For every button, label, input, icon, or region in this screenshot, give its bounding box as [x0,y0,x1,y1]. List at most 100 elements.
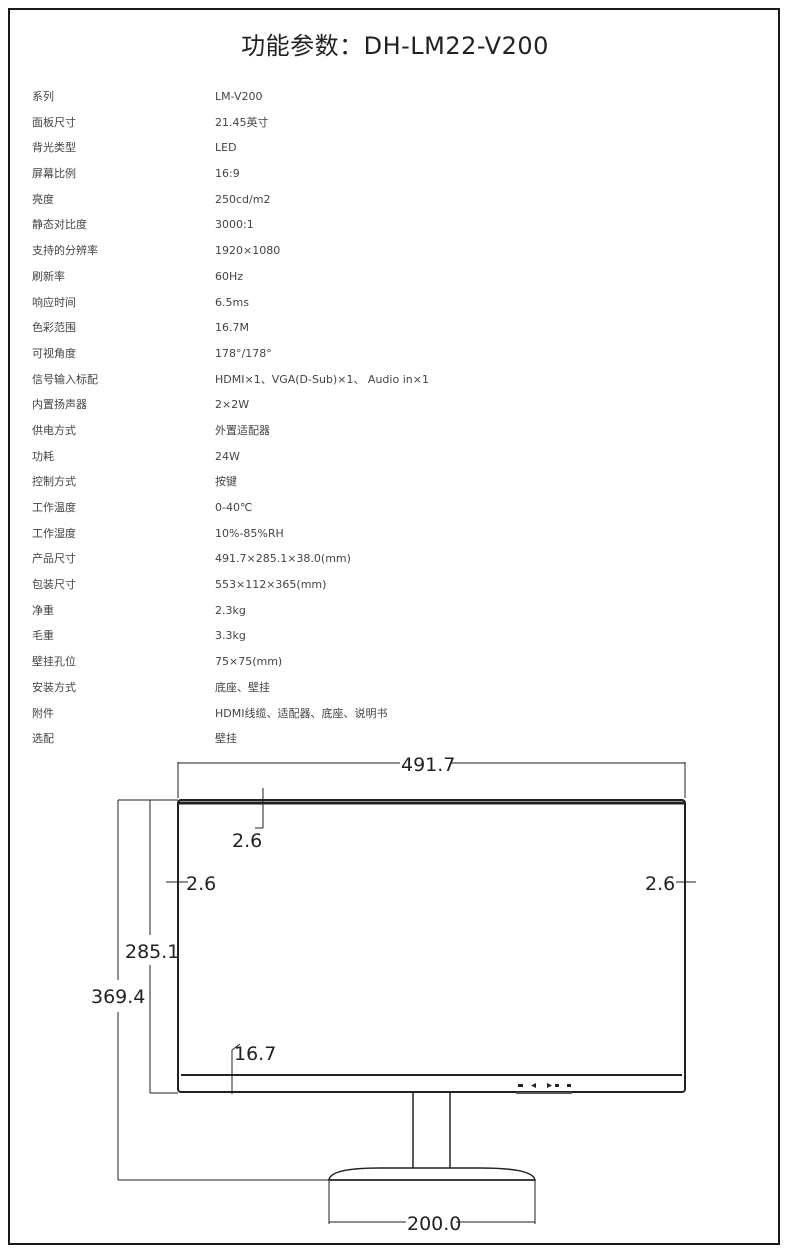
screen-height-label: 285.1 [125,941,179,963]
left-arrow-button-icon [531,1083,536,1088]
spec-label: 壁挂孔位 [32,655,76,669]
spec-label: 支持的分辨率 [32,244,98,258]
spec-value: LM-V200 [215,90,263,103]
spec-row: 亮度 250cd/m2 [32,187,732,213]
spec-row: 附件 HDMI线缆、适配器、底座、说明书 [32,701,732,727]
bottom-bezel-tick [231,1043,241,1051]
spec-label: 产品尺寸 [32,552,76,566]
spec-label: 选配 [32,732,54,746]
spec-row: 刷新率 60Hz [32,264,732,290]
spec-label: 静态对比度 [32,218,87,232]
spec-label: 供电方式 [32,423,76,437]
spec-value: HDMI线缆、适配器、底座、说明书 [215,706,388,720]
spec-row: 面板尺寸 21.45英寸 [32,110,732,136]
button-icon [518,1084,523,1087]
spec-row: 工作湿度 10%-85%RH [32,521,732,547]
bottom-bezel-label: 16.7 [234,1043,276,1065]
spec-row: 工作温度 0-40℃ [32,495,732,521]
spec-value: 60Hz [215,269,244,283]
spec-value: 1920×1080 [215,244,281,258]
spec-value: 178°/178° [215,346,272,360]
spec-label: 功耗 [32,449,54,463]
button-bar-line [516,1092,572,1094]
control-buttons [518,1083,571,1088]
right-bezel-label: 2.6 [645,873,675,895]
spec-row: 可视角度 178°/178° [32,341,732,367]
spec-label: 刷新率 [32,269,65,283]
spec-row: 系列 LM-V200 [32,84,732,110]
spec-label: 可视角度 [32,346,76,360]
spec-value: 16.7M [215,321,249,335]
left-bezel-label: 2.6 [186,873,216,895]
top-bezel-label: 2.6 [232,830,262,852]
spec-value: 10%-85%RH [215,526,284,540]
spec-value: 491.7×285.1×38.0(mm) [215,552,351,566]
spec-value: 0-40℃ [215,501,253,514]
spec-row: 静态对比度 3000:1 [32,212,732,238]
spec-value: 底座、壁挂 [215,680,270,694]
monitor-body [177,799,686,1093]
spec-row: 选配 壁挂 [32,726,732,752]
spec-value: HDMI×1、VGA(D-Sub)×1、 Audio in×1 [215,372,429,386]
spec-row: 控制方式 按键 [32,469,732,495]
spec-row: 产品尺寸 491.7×285.1×38.0(mm) [32,546,732,572]
spec-row: 色彩范围 16.7M [32,315,732,341]
spec-label: 安装方式 [32,680,76,694]
spec-label: 响应时间 [32,295,76,309]
total-height-label: 369.4 [91,986,145,1008]
spec-value: 2.3kg [215,603,246,617]
spec-value: 壁挂 [215,732,237,746]
spec-value: 553×112×365(mm) [215,578,327,592]
spec-row: 屏幕比例 16:9 [32,161,732,187]
spec-row: 背光类型 LED [32,135,732,161]
dimension-drawing: 491.7 2.6 2.6 2.6 285.1 369.4 16.7 200.0 [91,754,696,1235]
spec-row: 内置扬声器 2×2W [32,392,732,418]
spec-value: 3.3kg [215,629,246,643]
spec-row: 供电方式 外置适配器 [32,418,732,444]
spec-value: 75×75(mm) [215,655,283,669]
spec-label: 屏幕比例 [32,167,76,181]
spec-row: 毛重 3.3kg [32,623,732,649]
spec-label: 控制方式 [32,475,76,489]
spec-value: 250cd/m2 [215,192,271,206]
spec-row: 壁挂孔位 75×75(mm) [32,649,732,675]
spec-label: 毛重 [32,629,54,643]
spec-table: 系列 LM-V200 面板尺寸 21.45英寸背光类型 LED 屏幕比例 16:9 亮度 250… [32,84,732,752]
button-icon [555,1084,559,1087]
spec-label: 内置扬声器 [32,398,87,412]
spec-value: LED [215,141,237,155]
base-width-label: 200.0 [407,1213,461,1235]
spec-label: 包装尺寸 [32,578,76,592]
right-arrow-button-icon [547,1083,552,1088]
spec-label: 工作温度 [32,501,76,514]
spec-row: 安装方式 底座、壁挂 [32,675,732,701]
spec-value: 按键 [215,475,237,489]
spec-row: 功耗 24W [32,444,732,470]
spec-label: 信号输入标配 [32,372,98,386]
spec-value: 外置适配器 [215,423,270,437]
spec-value: 2×2W [215,398,250,412]
spec-label: 面板尺寸 [32,115,76,129]
power-button-icon [567,1084,571,1087]
stand-base-top [328,1167,536,1181]
width-label: 491.7 [401,754,455,776]
spec-value: 21.45英寸 [215,115,269,129]
page-frame [8,8,780,1245]
spec-label: 净重 [32,603,54,617]
spec-row: 支持的分辨率 1920×1080 [32,238,732,264]
spec-label: 亮度 [32,192,54,206]
spec-value: 16:9 [215,167,240,181]
page-title: 功能参数：DH-LM22-V200 [241,32,549,60]
spec-row: 包装尺寸 553×112×365(mm) [32,572,732,598]
spec-label: 色彩范围 [32,321,76,335]
spec-value: 3000:1 [215,218,254,232]
spec-row: 信号输入标配 HDMI×1、VGA(D-Sub)×1、 Audio in×1 [32,367,732,393]
spec-value: 24W [215,449,240,463]
spec-label: 工作湿度 [32,526,76,540]
spec-row: 净重 2.3kg [32,598,732,624]
spec-label: 系列 [32,90,54,103]
spec-label: 背光类型 [32,141,76,155]
button-bar [516,1092,572,1094]
spec-label: 附件 [32,706,54,720]
